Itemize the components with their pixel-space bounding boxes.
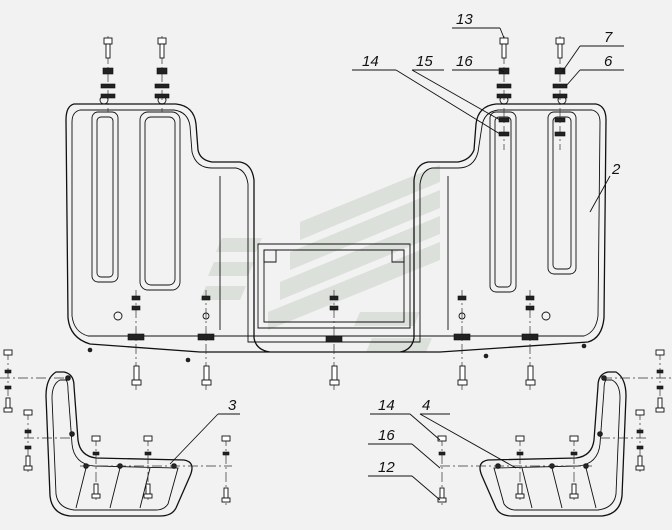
callout-4: 4 [422, 397, 430, 414]
footrest-left-fasteners [0, 349, 232, 506]
callout-6: 6 [604, 53, 613, 70]
footrest-left-part-3 [45, 371, 193, 517]
callout-14-bottom: 14 [378, 397, 395, 414]
callout-14-top: 14 [362, 53, 379, 70]
callout-labels: 13 16 14 15 7 6 2 3 14 4 16 12 [228, 11, 621, 476]
callout-7: 7 [604, 29, 613, 46]
callout-2: 2 [611, 161, 621, 178]
callout-13: 13 [456, 11, 473, 28]
bolt-stack-left-1 [100, 36, 116, 112]
bolt-stack-right-1 [496, 36, 512, 150]
top-fasteners [100, 36, 568, 150]
callout-15: 15 [416, 53, 433, 70]
lower-fasteners [127, 290, 539, 390]
bolt-stack-left-2 [154, 36, 170, 112]
footrest-right-fasteners [437, 349, 672, 506]
footrest-right-part-4 [479, 371, 627, 517]
callout-12: 12 [378, 459, 395, 476]
callout-16-bottom: 16 [378, 427, 395, 444]
callout-16-top: 16 [456, 53, 473, 70]
callout-3: 3 [228, 397, 237, 414]
bolt-stack-right-2 [552, 36, 568, 150]
leader-lines [169, 27, 624, 501]
floor-mat-part-2 [65, 95, 607, 363]
watermark-logo [200, 165, 440, 352]
